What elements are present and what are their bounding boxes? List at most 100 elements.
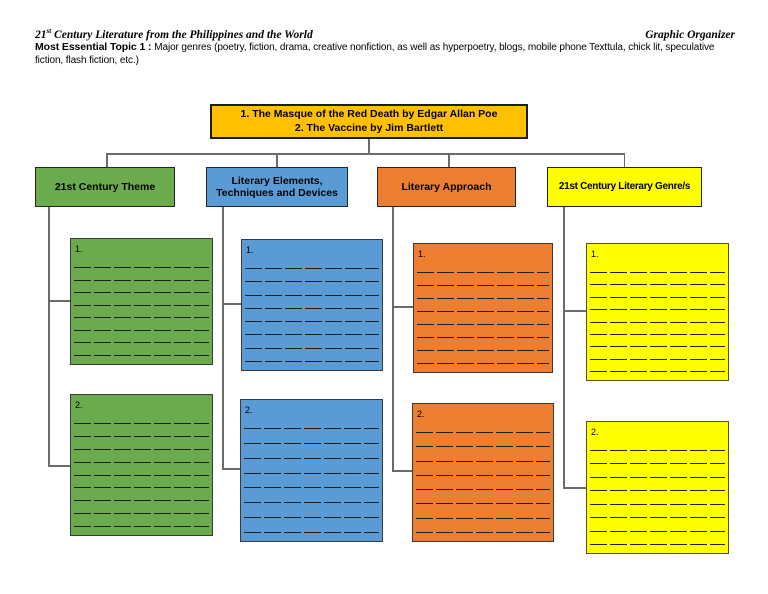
- writing-line: [74, 448, 209, 450]
- writing-line: [590, 296, 725, 298]
- writing-line: [74, 423, 209, 424]
- writing-line: [590, 309, 725, 311]
- writing-line: [74, 267, 209, 268]
- document-header: 21st Century Literature from the Philipp…: [35, 27, 735, 41]
- connector-theme-box1: [48, 300, 70, 302]
- writing-line: [416, 474, 550, 476]
- category-header-elements: Literary Elements, Techniques and Device…: [206, 167, 348, 207]
- notes-box-approach-2: 2.: [412, 403, 554, 542]
- writing-line: [590, 530, 725, 532]
- writing-line: [74, 435, 209, 437]
- notes-box-genre-2-number: 2.: [591, 427, 599, 437]
- writing-line: [416, 432, 550, 433]
- writing-line: [74, 329, 209, 331]
- writing-line: [417, 363, 549, 364]
- notes-box-theme-1: 1.: [70, 238, 213, 365]
- notes-box-elements-1-number: 1.: [246, 245, 254, 255]
- category-header-theme-label: 21st Century Theme: [54, 181, 156, 193]
- connector-genre-vertical: [563, 206, 565, 488]
- writing-line: [416, 503, 550, 505]
- writing-line: [245, 294, 379, 296]
- writing-line: [590, 272, 725, 273]
- topic-label: Most Essential Topic 1 :: [35, 41, 155, 53]
- connector-approach-box1: [392, 306, 413, 308]
- connector-elements-vertical: [222, 206, 224, 470]
- writing-line: [245, 281, 379, 283]
- writing-line: [416, 517, 550, 519]
- notes-box-theme-2: 2.: [70, 394, 213, 536]
- notes-box-genre-1-number: 1.: [591, 249, 599, 259]
- root-text-1: 1. The Masque of the Red Death by Edgar …: [240, 108, 498, 120]
- writing-line: [416, 446, 550, 448]
- writing-line: [416, 489, 550, 491]
- writing-line: [244, 442, 379, 444]
- writing-line: [74, 461, 209, 463]
- notes-box-approach-1: 1.: [413, 243, 553, 373]
- connector-elements-box1: [222, 303, 241, 305]
- writing-line: [74, 354, 209, 356]
- writing-line: [417, 324, 549, 325]
- category-header-approach: Literary Approach: [377, 167, 516, 207]
- connector-stub-elements: [276, 153, 278, 168]
- writing-line: [245, 347, 379, 349]
- writing-lines: [416, 432, 550, 533]
- writing-line: [590, 503, 725, 505]
- writing-line: [74, 342, 209, 344]
- notes-box-approach-2-number: 2.: [417, 409, 425, 419]
- writing-lines: [245, 268, 379, 362]
- writing-line: [416, 531, 550, 533]
- writing-line: [244, 517, 379, 519]
- writing-line: [74, 500, 209, 502]
- writing-line: [590, 346, 725, 348]
- connector-genre-box1: [563, 310, 586, 312]
- document-title-number: 21: [35, 28, 47, 41]
- connector-root-stem: [368, 139, 370, 154]
- writing-line: [417, 311, 549, 312]
- writing-line: [417, 298, 549, 299]
- category-header-genre-label: 21st Century Literary Genre/s: [558, 181, 691, 192]
- connector-bus: [106, 153, 625, 155]
- notes-box-theme-1-number: 1.: [75, 244, 83, 254]
- writing-line: [74, 304, 209, 306]
- root-text-2: 2. The Vaccine by Jim Bartlett: [294, 122, 444, 134]
- topic-paragraph: Most Essential Topic 1 : Major genres (p…: [35, 41, 740, 67]
- writing-line: [590, 321, 725, 323]
- writing-lines: [590, 450, 725, 545]
- writing-line: [244, 472, 379, 474]
- writing-lines: [590, 272, 725, 372]
- writing-line: [416, 460, 550, 462]
- writing-lines: [417, 272, 549, 364]
- connector-approach-box2: [392, 470, 412, 472]
- category-header-genre: 21st Century Literary Genre/s: [547, 167, 702, 207]
- writing-line: [590, 517, 725, 519]
- notes-box-genre-1: 1.: [586, 243, 729, 381]
- writing-line: [245, 334, 379, 336]
- writing-line: [244, 457, 379, 459]
- writing-line: [590, 358, 725, 360]
- notes-box-genre-2: 2.: [586, 421, 729, 554]
- category-header-elements-label: Literary Elements, Techniques and Device…: [216, 175, 338, 199]
- notes-box-approach-1-number: 1.: [418, 249, 426, 259]
- writing-lines: [244, 428, 379, 533]
- writing-line: [590, 543, 725, 545]
- topic-text: Major genres (poetry, fiction, drama, cr…: [35, 42, 715, 66]
- writing-line: [74, 292, 209, 294]
- connector-genre-box2: [563, 487, 586, 489]
- writing-line: [417, 350, 549, 351]
- writing-lines: [74, 267, 209, 356]
- writing-line: [244, 487, 379, 489]
- connector-approach-vertical: [392, 206, 394, 471]
- category-header-approach-label: Literary Approach: [401, 181, 492, 193]
- connector-theme-vertical: [48, 206, 50, 467]
- document-title-ordinal: st: [46, 27, 52, 35]
- writing-line: [417, 272, 549, 273]
- connector-theme-box2: [48, 465, 70, 467]
- category-header-theme: 21st Century Theme: [35, 167, 175, 207]
- document-title-rest: Century Literature from the Philippines …: [51, 28, 313, 41]
- writing-line: [245, 321, 379, 323]
- writing-line: [244, 502, 379, 504]
- writing-line: [74, 487, 209, 489]
- writing-line: [74, 513, 209, 515]
- document-type-label: Graphic Organizer: [645, 28, 735, 41]
